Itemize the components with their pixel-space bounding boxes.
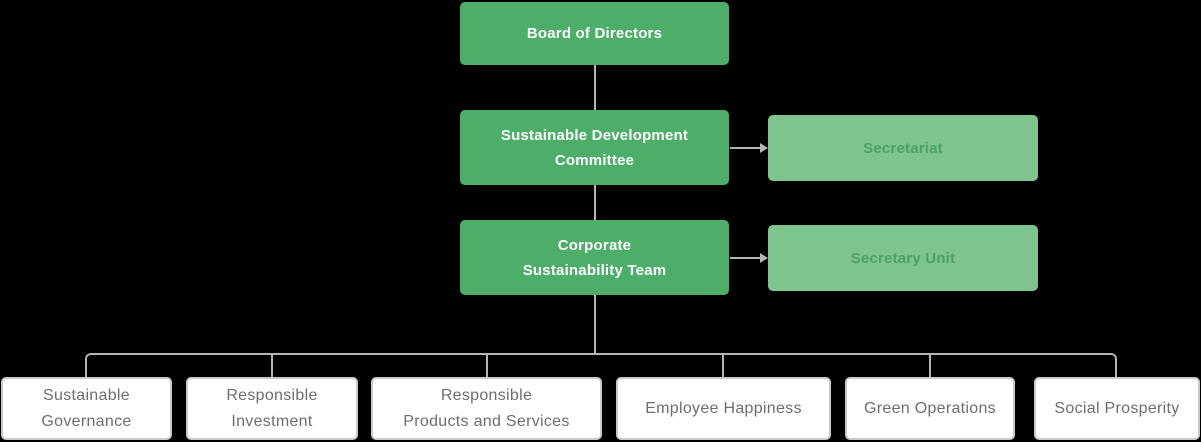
node-label: Green Operations — [864, 399, 996, 417]
node-responsible-products-and-services: Responsible Products and Services — [371, 377, 602, 440]
arrowhead-right-icon — [760, 143, 768, 153]
node-secretariat: Secretariat — [768, 115, 1038, 181]
node-green-operations: Green Operations — [845, 377, 1015, 440]
node-label: Sustainable Governance — [41, 386, 132, 430]
node-responsible-investment: Responsible Investment — [186, 377, 358, 440]
node-corporate-sustainability-team: Corporate Sustainability Team — [460, 220, 729, 295]
node-label: Sustainable Development Committee — [500, 126, 689, 169]
node-sustainable-governance: Sustainable Governance — [1, 377, 172, 440]
connector-tree-drop — [722, 353, 724, 377]
arrowhead-right-icon — [760, 253, 768, 263]
connector-arrow-secretariat — [730, 147, 761, 149]
node-label: Employee Happiness — [645, 399, 802, 417]
connector-tree-bar — [85, 353, 1117, 377]
connector-arrow-secretary-unit — [730, 257, 761, 259]
node-label: Social Prosperity — [1054, 399, 1180, 417]
connector-tree-drop — [929, 353, 931, 377]
node-label: Secretariat — [863, 139, 943, 157]
node-employee-happiness: Employee Happiness — [616, 377, 831, 440]
connector-tree-drop — [271, 353, 273, 377]
node-label: Corporate Sustainability Team — [522, 236, 667, 279]
connector-board-committee — [594, 65, 596, 110]
node-secretary-unit: Secretary Unit — [768, 225, 1038, 291]
connector-tree-drop — [486, 353, 488, 377]
connector-team-leaves — [594, 295, 596, 354]
node-sustainable-development-committee: Sustainable Development Committee — [460, 110, 729, 185]
node-label: Responsible Products and Services — [403, 386, 570, 430]
node-label: Responsible Investment — [226, 386, 318, 430]
node-social-prosperity: Social Prosperity — [1034, 377, 1200, 440]
connector-committee-team — [594, 185, 596, 220]
node-label: Secretary Unit — [850, 249, 956, 267]
node-label: Board of Directors — [526, 25, 663, 42]
node-board-of-directors: Board of Directors — [460, 2, 729, 65]
